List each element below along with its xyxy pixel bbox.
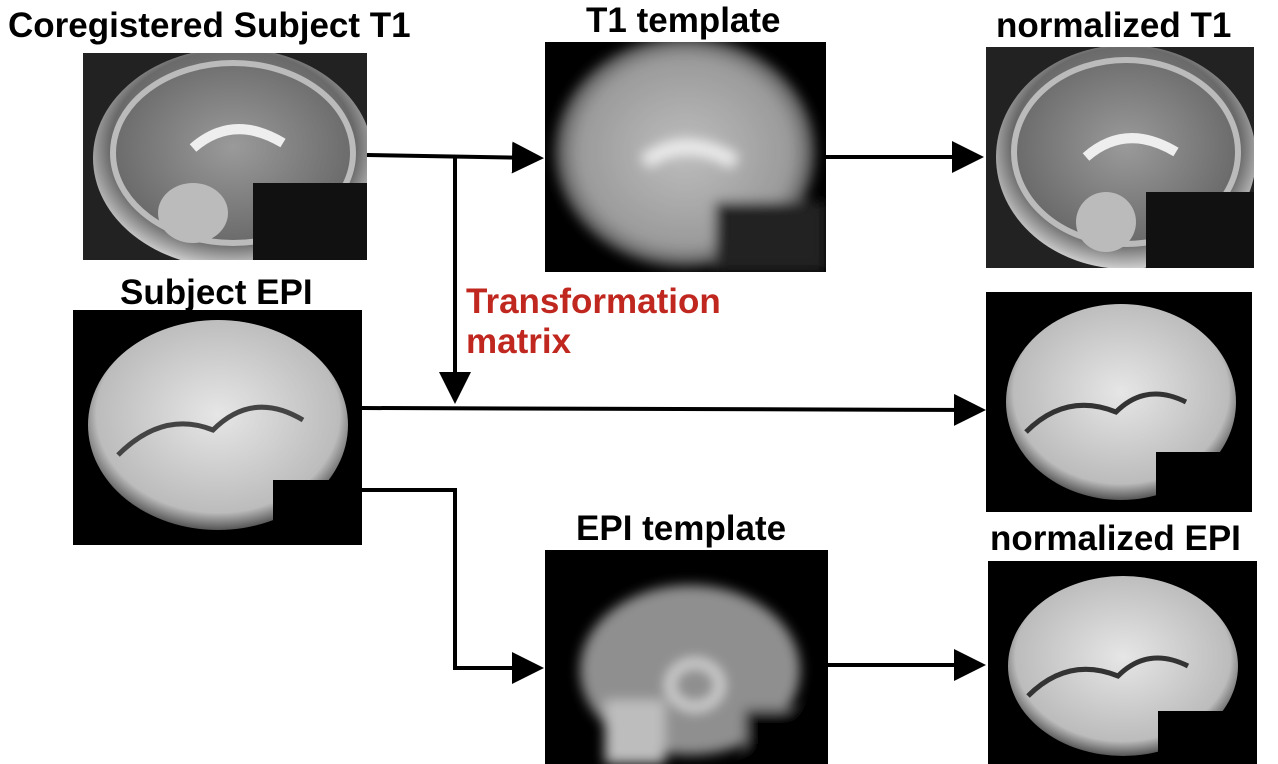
label-subject-epi: Subject EPI: [120, 273, 313, 312]
coregistered-subject-t1-image: [83, 53, 367, 260]
label-transformation-matrix-1: Transformation: [466, 282, 721, 321]
subject-epi-image: [73, 310, 362, 545]
label-transformation-matrix-2: matrix: [466, 322, 572, 361]
normalized-epi-image: [986, 292, 1252, 512]
arrow-epi-to-epi-template: [362, 488, 544, 684]
label-normalized-epi: normalized EPI: [990, 519, 1241, 558]
epi-template-image: [545, 550, 828, 764]
label-t1-template: T1 template: [586, 1, 781, 40]
normalized-epi-bottom-image: [988, 561, 1257, 764]
t1-template-image: [545, 42, 826, 272]
arrow-epi-to-normalized: [361, 393, 986, 426]
label-epi-template: EPI template: [576, 509, 787, 548]
label-normalized-t1: normalized T1: [996, 6, 1232, 45]
normalized-t1-image: [986, 47, 1254, 268]
label-coregistered-subject-t1: Coregistered Subject T1: [8, 6, 411, 45]
arrow-t1-to-template: [366, 141, 544, 174]
